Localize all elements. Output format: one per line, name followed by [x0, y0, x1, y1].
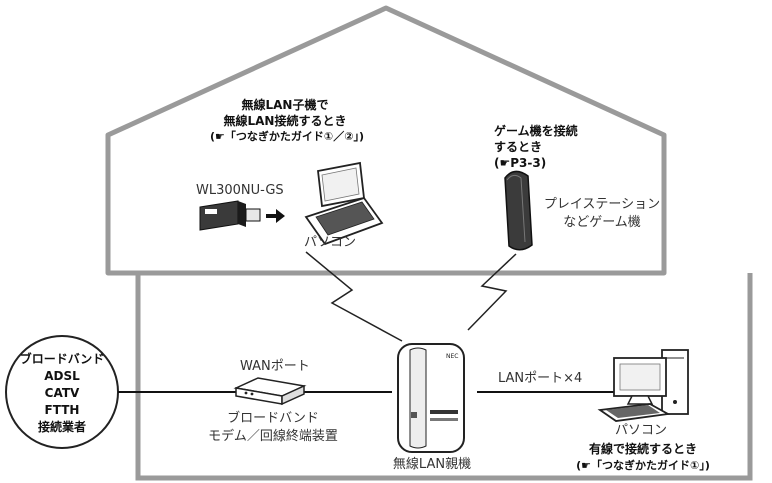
isp-line-1: ブロードバンド — [19, 352, 105, 366]
adapter-label: WL300NU-GS — [196, 183, 284, 198]
router-label: 無線LAN親機 — [392, 457, 472, 472]
modem-icon — [233, 377, 307, 406]
isp-line-3: CATV — [44, 386, 80, 400]
router-brand: NEC — [446, 353, 458, 360]
wifi-usb-ref: (☛「つなぎかたガイド①／②」) — [210, 130, 365, 143]
wifi-usb-title-2: 無線LAN接続するとき — [223, 114, 347, 128]
game-title-2: するとき — [494, 140, 543, 154]
game-device-2: などゲーム機 — [563, 215, 641, 230]
lan-title: 有線で接続するとき — [588, 442, 697, 456]
desktop-pc-icon — [597, 349, 689, 422]
wan-port-label: WANポート — [240, 359, 310, 374]
lan-pc-label: パソコン — [614, 423, 667, 438]
usb-adapter-icon — [199, 200, 261, 231]
game-device-1: プレイステーション — [543, 197, 661, 212]
isp-line-5: 接続業者 — [37, 420, 86, 434]
wireless-signal-game — [467, 253, 517, 331]
arrow-icon — [266, 209, 285, 223]
isp-line-4: FTTH — [44, 403, 80, 417]
lan-ref: (☛「つなぎかたガイド①」) — [576, 459, 710, 472]
modem-label-1: ブロードバンド — [227, 411, 319, 426]
isp-line-2: ADSL — [44, 369, 80, 383]
wifi-usb-title-1: 無線LAN子機で — [241, 98, 329, 112]
laptop-icon — [304, 161, 384, 246]
game-console-icon — [504, 170, 533, 251]
house-ground-floor — [135, 273, 753, 481]
lan-port-label: LANポート×4 — [498, 371, 583, 386]
modem-label-2: モデム／回線終端装置 — [208, 429, 338, 444]
wifi-pc-label: パソコン — [304, 235, 357, 250]
wireless-signal-pc — [305, 251, 403, 342]
house-upper-floor — [105, 5, 667, 276]
router-icon: NEC — [397, 343, 465, 453]
game-title-1: ゲーム機を接続 — [494, 124, 578, 138]
game-ref: (☛P3-3) — [494, 156, 547, 170]
